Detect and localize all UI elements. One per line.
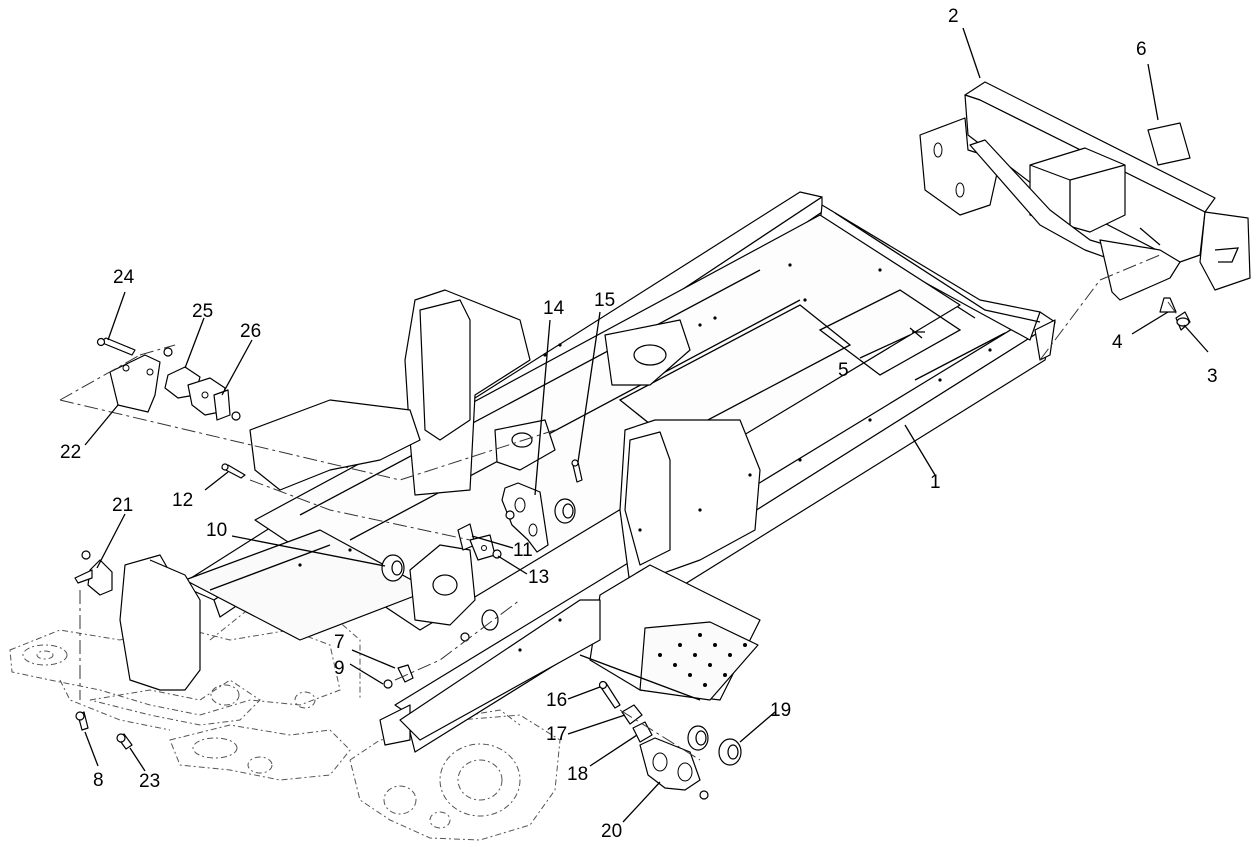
callout-23: 23 bbox=[139, 771, 160, 792]
decal-plate bbox=[1147, 122, 1191, 166]
callout-9: 9 bbox=[334, 658, 345, 679]
callout-24: 24 bbox=[113, 267, 135, 288]
frame-holes bbox=[298, 263, 992, 652]
callout-6: 6 bbox=[1136, 39, 1147, 60]
main-frame bbox=[119, 191, 1056, 753]
callout-15: 15 bbox=[594, 290, 615, 311]
callout-14: 14 bbox=[543, 298, 565, 319]
callout-11: 11 bbox=[513, 540, 533, 561]
callout-8: 8 bbox=[93, 770, 104, 791]
callout-labels: 1 2 3 4 5 6 7 8 9 10 11 12 13 14 15 16 1… bbox=[60, 6, 1218, 842]
callout-13: 13 bbox=[528, 567, 549, 588]
leader-lines bbox=[84, 27, 1209, 823]
callout-26: 26 bbox=[240, 321, 261, 342]
callout-19: 19 bbox=[770, 700, 791, 721]
callout-3: 3 bbox=[1207, 366, 1218, 387]
callout-18: 18 bbox=[567, 764, 588, 785]
foot-plate-grip bbox=[658, 633, 747, 687]
callout-22: 22 bbox=[60, 442, 81, 463]
rear-hitch bbox=[919, 81, 1251, 301]
callout-2: 2 bbox=[948, 6, 959, 27]
callout-5: 5 bbox=[838, 360, 849, 381]
callout-4: 4 bbox=[1112, 332, 1123, 353]
hitch-pin-and-clip bbox=[1159, 297, 1191, 331]
callout-7: 7 bbox=[334, 632, 345, 653]
callout-12: 12 bbox=[172, 490, 193, 511]
left-bracket-kit bbox=[74, 337, 246, 750]
alignment-lines bbox=[59, 254, 1179, 761]
callout-16: 16 bbox=[546, 690, 567, 711]
deck-bolt bbox=[909, 327, 925, 339]
callout-17: 17 bbox=[546, 724, 567, 745]
callout-25: 25 bbox=[192, 301, 213, 322]
center-hardware bbox=[381, 459, 583, 689]
callout-21: 21 bbox=[112, 495, 133, 516]
callout-10: 10 bbox=[206, 520, 227, 541]
callout-1: 1 bbox=[930, 472, 941, 493]
callout-20: 20 bbox=[601, 821, 622, 842]
phantom-transmission bbox=[349, 709, 561, 841]
